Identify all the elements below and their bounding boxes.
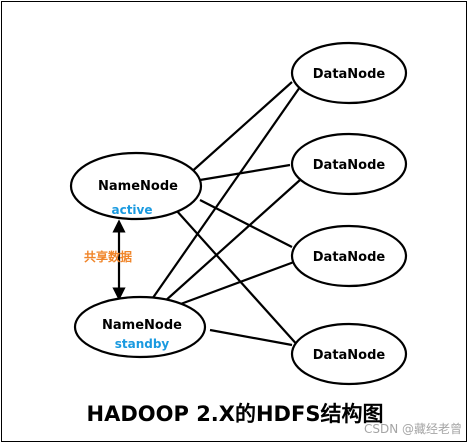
edges-active bbox=[175, 81, 301, 349]
datanode-1: DataNode bbox=[290, 41, 408, 105]
edge-active-datanode-4 bbox=[175, 209, 301, 349]
edge-standby-datanode-4 bbox=[209, 328, 293, 347]
edge-active-datanode-1 bbox=[187, 81, 293, 176]
edges-standby bbox=[149, 86, 301, 347]
datanode-4: DataNode bbox=[290, 322, 408, 386]
namenode-active-label: NameNode bbox=[98, 179, 178, 194]
datanode-2-label: DataNode bbox=[313, 158, 386, 173]
namenode-active-state: active bbox=[111, 203, 152, 217]
namenode-standby: NameNode standby bbox=[73, 295, 207, 359]
edge-standby-datanode-2 bbox=[163, 179, 301, 303]
datanode-1-label: DataNode bbox=[313, 67, 386, 82]
datanode-3-label: DataNode bbox=[313, 250, 386, 265]
shared-data-label: 共享数据 bbox=[84, 249, 132, 264]
diagram-title: HADOOP 2.X的HDFS结构图 bbox=[86, 402, 384, 426]
datanode-3: DataNode bbox=[290, 224, 408, 288]
edge-active-datanode-2 bbox=[199, 163, 291, 182]
edge-active-datanode-3 bbox=[199, 199, 293, 248]
namenode-standby-state: standby bbox=[115, 337, 170, 351]
edge-standby-datanode-1 bbox=[149, 86, 301, 303]
namenode-active: NameNode active bbox=[69, 151, 203, 221]
datanode-2: DataNode bbox=[290, 132, 408, 196]
edge-standby-datanode-3 bbox=[177, 260, 295, 307]
datanode-4-label: DataNode bbox=[313, 348, 386, 363]
watermark: CSDN @藏经老曾 bbox=[363, 422, 462, 436]
namenode-standby-label: NameNode bbox=[102, 318, 182, 333]
